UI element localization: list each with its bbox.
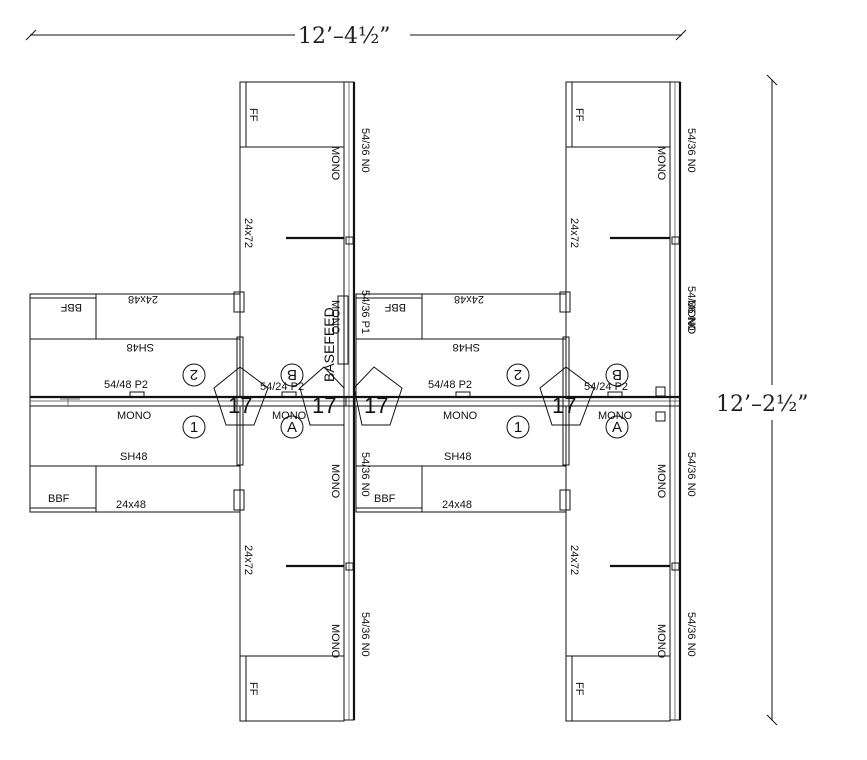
tag-1-right: 1 (514, 419, 522, 436)
tag-b-right: B (612, 366, 622, 383)
bbf-label-top-r: BBF (384, 301, 406, 313)
ff-label-bottom: FF (247, 682, 259, 696)
panel-n0-bottom: 54/36 N0 (359, 612, 371, 657)
corner-17-b: 17 (312, 393, 336, 418)
tag-b-left: B (287, 366, 297, 383)
tag-a-right: A (612, 419, 622, 436)
workstation-cluster-left (29, 81, 403, 722)
ff-label-bottom-r: FF (573, 682, 585, 696)
shelf-sh48-bottom-r: SH48 (444, 451, 472, 463)
station-tags: 2 1 B A 2 1 B A (182, 363, 629, 439)
height-dimension: 12’–2½” (716, 74, 809, 726)
panel-n0-mid: 54/36 N0 (359, 452, 371, 497)
surface-24x48-bottom-r: 24x48 (442, 499, 472, 511)
panel-5448-p2: 54/48 P2 (104, 379, 148, 391)
mono-label-mid: MONO (329, 464, 341, 499)
surface-24x72-top: 24x72 (242, 218, 254, 248)
mono-label-top-spine: MONO (329, 300, 341, 335)
ff-label-top: FF (247, 108, 259, 122)
basefeed-box (337, 295, 349, 365)
labels-left: FF FF 24x72 24x72 MONO MONO MONO MONO 54… (48, 108, 388, 696)
mono-label-upper-r: MONO (685, 300, 697, 335)
mono-label-bottom-r: MONO (655, 624, 667, 659)
panel-n0-top-r: 54/36 N0 (685, 128, 697, 173)
shelf-sh48-top: SH48 (126, 341, 154, 353)
bbf-label-top: BBF (60, 301, 82, 313)
width-dimension-label: 12’–4½” (298, 24, 391, 49)
mono-spine-label-1: MONO (117, 410, 152, 422)
surface-24x72-bottom: 24x72 (242, 545, 254, 575)
panel-5424-p2: 54/24 P2 (260, 381, 304, 393)
panel-p1: 54/36 P1 (359, 290, 371, 334)
bbf-label-bottom: BBF (48, 493, 70, 505)
workstation-cluster-right (355, 81, 671, 722)
surface-24x48-top-r: 24x48 (454, 293, 484, 305)
tag-2-left: 2 (190, 366, 198, 383)
mono-label-top: MONO (329, 146, 341, 181)
mono-spine-label-3: MONO (443, 410, 478, 422)
corner-17-d: 17 (552, 393, 576, 418)
surface-24x48-top: 24x48 (128, 293, 158, 305)
vertical-spine-right (655, 81, 682, 721)
tag-2-right: 2 (514, 366, 522, 383)
shelf-sh48-bottom: SH48 (120, 451, 148, 463)
panel-n0-bottom-r: 54/36 N0 (685, 612, 697, 657)
surface-24x72-bottom-r: 24x72 (568, 545, 580, 575)
corner-17-c: 17 (364, 393, 388, 418)
shelf-sh48-top-r: SH48 (452, 341, 480, 353)
mono-label-bottom: MONO (329, 624, 341, 659)
panel-n0-upper-r: 54/36 N0 (685, 452, 697, 497)
panel-n0-mid-r: 54/36 N0 (685, 286, 697, 331)
labels-right: FF FF 24x72 24x72 MONO MONO MONO MONO 54… (374, 108, 697, 696)
mono-label-top-r: MONO (655, 146, 667, 181)
panel-5448-p2-r: 54/48 P2 (428, 379, 472, 391)
basefeed-label: BASEFEED (321, 307, 337, 382)
surface-24x48-bottom: 24x48 (116, 499, 146, 511)
surface-24x72-top-r: 24x72 (568, 218, 580, 248)
mono-label-mid-r: MONO (655, 464, 667, 499)
tag-1-left: 1 (190, 419, 198, 436)
panel-n0-top: 54/36 N0 (359, 128, 371, 173)
panel-5424-p2-r: 54/24 P2 (584, 381, 628, 393)
tag-a-left: A (287, 419, 297, 436)
height-dimension-label: 12’–2½” (716, 392, 809, 417)
ff-label-top-r: FF (573, 108, 585, 122)
width-dimension: 12’–4½” (25, 24, 687, 49)
bbf-label-bottom-r: BBF (374, 493, 396, 505)
corner-17-a: 17 (228, 393, 252, 418)
